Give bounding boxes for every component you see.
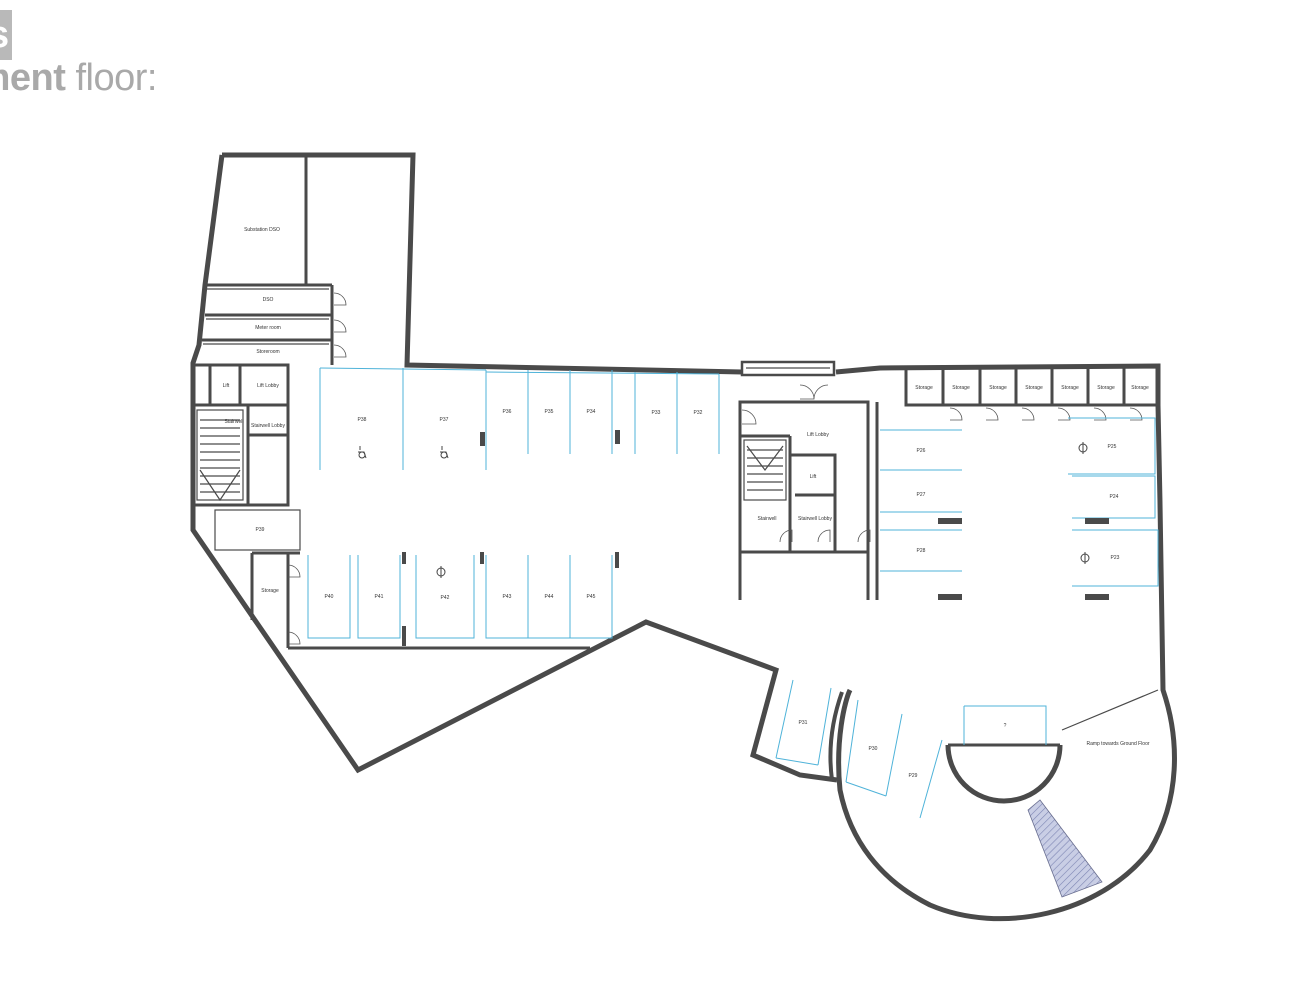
ramp-hatch: [1027, 799, 1103, 898]
room-stairwell-lobby-b-label: Stairwell Lobby: [798, 516, 832, 522]
left-storage: [250, 551, 301, 648]
bay-label: P26: [917, 448, 926, 454]
room-substation-label: Substation DSO: [244, 227, 280, 233]
outer-walls: [190, 152, 1177, 922]
storage-label: Storage: [989, 385, 1007, 391]
top-row-bays: [319, 367, 720, 470]
title-bold: ement: [0, 57, 66, 99]
ev-charger-icon: [1078, 442, 1088, 454]
accessible-icons: [358, 442, 1090, 578]
bay-label: P29: [909, 773, 918, 779]
bay-label: P28: [917, 548, 926, 554]
storage-label: Storage: [1061, 385, 1079, 391]
header-badge: s: [0, 10, 12, 60]
bay-label: P37: [440, 417, 449, 423]
bay-label: P36: [503, 409, 512, 415]
bay-label: P32: [694, 410, 703, 416]
room-stairwell-lobby-a-label: Stairwell Lobby: [251, 423, 285, 429]
wheelchair-icon: [358, 446, 367, 459]
storage-label: Storage: [952, 385, 970, 391]
core-label: ?: [1004, 723, 1007, 729]
room-lift-lobby-b-label: Lift Lobby: [807, 432, 829, 438]
room-storage-left-label: Storage: [261, 588, 279, 594]
ev-charger-icon: [436, 566, 446, 578]
right-core: [738, 384, 879, 600]
bay-label: P43: [503, 594, 512, 600]
room-lift-a-label: Lift: [223, 383, 230, 389]
bay-label: P44: [545, 594, 554, 600]
page-title: ement floor:: [0, 56, 157, 100]
bay-label: P27: [917, 492, 926, 498]
left-wing-rooms: [202, 155, 347, 365]
bay-label: P25: [1108, 444, 1117, 450]
bay-label: P31: [799, 720, 808, 726]
room-lift-b-label: Lift: [810, 474, 817, 480]
ev-charger-icon: [1080, 552, 1090, 564]
parking-labels: P38 P37 P36 P35 P34 P33 P32 P39 P40 P41 …: [256, 409, 1120, 779]
bay-label: P24: [1110, 494, 1119, 500]
storage-label: Storage: [1097, 385, 1115, 391]
bay-label: P23: [1111, 555, 1120, 561]
storage-label: Storage: [1131, 385, 1149, 391]
storage-row: [904, 368, 1156, 421]
left-core: [191, 363, 301, 551]
wheelchair-icon: [440, 446, 449, 459]
bay-label: P42: [441, 595, 450, 601]
bay-label: P45: [587, 594, 596, 600]
storage-label: Storage: [1025, 385, 1043, 391]
room-storeroom-label: Storeroom: [256, 349, 279, 355]
bay-label: P33: [652, 410, 661, 416]
room-dso-label: DSO: [263, 297, 274, 303]
ramp-divider: [1061, 689, 1159, 731]
storage-labels: Storage Storage Storage Storage Storage …: [915, 385, 1149, 391]
room-stairwell-b-label: Stairwell: [758, 516, 777, 522]
bay-label: P40: [325, 594, 334, 600]
bay-label: P34: [587, 409, 596, 415]
title-rest: floor:: [65, 57, 157, 99]
bay-label: P38: [358, 417, 367, 423]
bay-label: P39: [256, 527, 265, 533]
curve-bays: [775, 679, 1047, 819]
bay-label: P41: [375, 594, 384, 600]
storage-label: Storage: [915, 385, 933, 391]
right-bays: [880, 417, 1159, 600]
ramp-label: Ramp towards Ground Floor: [1086, 741, 1149, 747]
bay-label: P35: [545, 409, 554, 415]
bay-label: P30: [869, 746, 878, 752]
room-stairwell-a-label: Stairwell: [225, 419, 244, 425]
room-lift-lobby-a-label: Lift Lobby: [257, 383, 279, 389]
room-labels: Substation DSO DSO Meter room Storeroom …: [223, 227, 1150, 747]
bottom-row-bays: [307, 552, 619, 646]
room-meter-label: Meter room: [255, 325, 281, 331]
